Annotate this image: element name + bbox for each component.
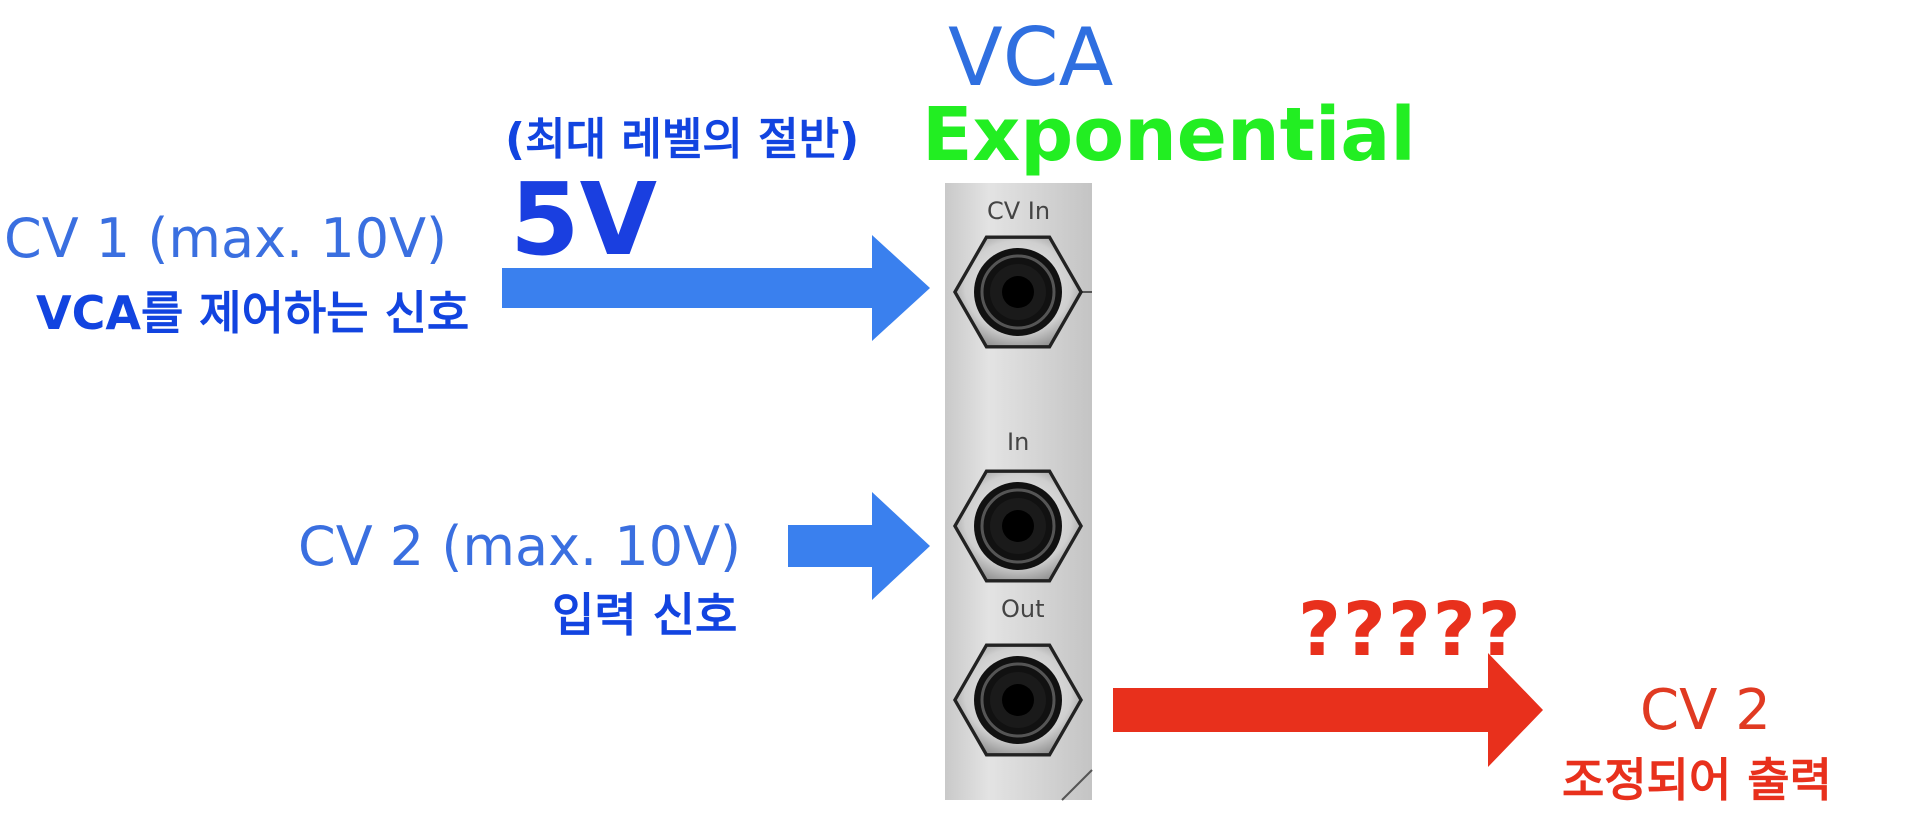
cv1-sublabel: VCA를 제어하는 신호 [36,286,470,340]
jack-cv-in[interactable] [953,235,1083,349]
panel-trace [1061,769,1093,801]
cv2-arrow [788,492,930,600]
jack-label-cv-in: CV In [987,197,1051,225]
jack-out[interactable] [953,643,1083,757]
cv2-label: CV 2 (max. 10V) [298,515,742,578]
cv1-arrow [502,235,930,341]
jack-in[interactable] [953,469,1083,583]
cv2-sublabel: 입력 신호 [552,588,738,642]
output-arrow [1113,653,1543,767]
jack-label-out: Out [1001,595,1045,623]
unknown-output-label: ????? [1298,587,1523,673]
mode-label: Exponential [922,92,1416,178]
jack-label-in: In [1007,428,1030,456]
cv1-label: CV 1 (max. 10V) [4,207,448,270]
diagram-title: VCA [948,11,1114,104]
voltage-label: 5V [510,161,657,278]
output-sublabel: 조정되어 출력 [1562,753,1832,807]
half-level-note: (최대 레벨의 절반) [505,114,860,165]
output-label: CV 2 [1640,678,1771,743]
